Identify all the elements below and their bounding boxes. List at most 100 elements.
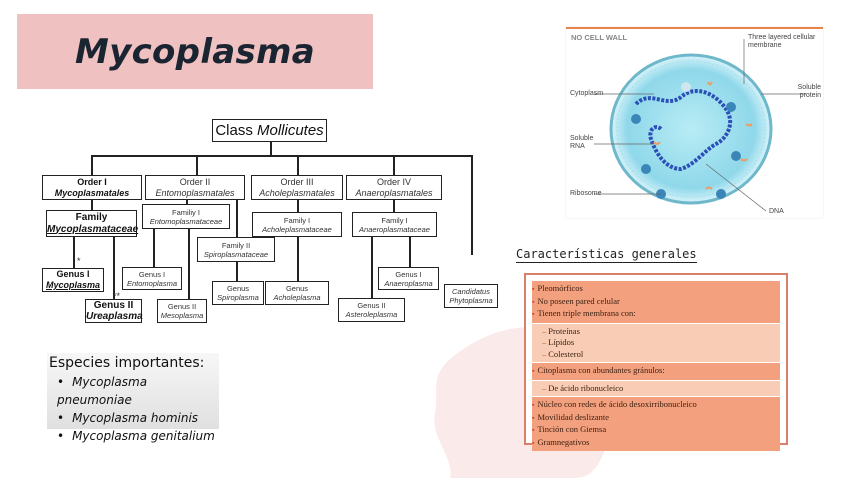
connector	[73, 236, 75, 268]
order-rank: Order II	[179, 176, 211, 187]
connector	[113, 236, 115, 300]
genus-node: Candidatus Phytoplasma	[444, 284, 498, 308]
label-cytoplasm: Cytoplasm	[570, 90, 604, 97]
char-item: ▪Gramnegativos	[532, 436, 590, 447]
family-rank: Family II	[221, 240, 251, 250]
order-name: Anaeroplasmatales	[355, 187, 433, 198]
char-item: ▪Movilidad deslizante	[532, 411, 610, 422]
genus-rank: Genus I	[138, 269, 166, 279]
genus-name: Mesoplasma	[160, 311, 204, 320]
connector	[196, 155, 198, 175]
characteristics-box: ▪Pleomórficos ▪No poseen pared celular ▪…	[524, 273, 788, 451]
species-box: Especies importantes: Mycoplasma pneumon…	[47, 353, 219, 443]
order-node: Order IV Anaeroplasmatales	[346, 175, 442, 200]
footnote-mark: **	[113, 291, 121, 301]
order-name: Mycoplasmatales	[54, 187, 130, 198]
char-group: ▪Núcleo con redes de ácido desoxirribonu…	[532, 397, 780, 451]
ribosome	[641, 164, 651, 174]
order-rank: Order IV	[376, 176, 411, 187]
connector	[393, 199, 395, 212]
char-group: –Proteínas –Lípidos –Colesterol	[532, 323, 780, 362]
char-item-text: Tinción con Giemsa	[537, 424, 607, 434]
ribosome	[731, 151, 741, 161]
label-soluble-protein: Soluble protein	[797, 84, 821, 99]
family-node: Familiy I Entomoplasmataceae	[142, 204, 230, 229]
char-item-text: Movilidad deslizante	[537, 411, 610, 422]
ribosome	[716, 189, 726, 199]
order-name: Acholeplasmatales	[259, 187, 335, 198]
genus-name: Mycoplasma	[45, 280, 101, 290]
char-item: –De ácido ribonucleico	[542, 382, 624, 393]
genus-name: Asteroleplasma	[345, 310, 398, 319]
family-name: Mycoplasmataceae	[47, 223, 139, 235]
rna-fragment	[653, 141, 661, 145]
char-item-text: Lípidos	[548, 337, 575, 347]
rna-fragment	[745, 123, 753, 127]
label-dna: DNA	[769, 208, 784, 215]
page-title: Mycoplasma	[74, 31, 316, 72]
char-group: –De ácido ribonucleico	[532, 380, 780, 396]
char-item-text: Núcleo con redes de ácido desoxirribonuc…	[537, 399, 697, 409]
rna-fragment	[705, 186, 713, 190]
title-band: Mycoplasma	[17, 14, 373, 89]
species-item: Mycoplasma hominis	[57, 409, 219, 427]
genus-node: Genus Spiroplasma	[212, 281, 264, 305]
char-item: ▪No poseen pared celular	[532, 295, 620, 306]
order-node: Order III Acholeplasmatales	[251, 175, 343, 200]
characteristics-title: Características generales	[516, 247, 697, 263]
family-node: Family I Acholeplasmataceae	[252, 212, 342, 237]
connector	[188, 228, 190, 299]
family-name: Acholeplasmataceae	[262, 224, 332, 234]
dna-strand	[634, 89, 733, 172]
order-rank: Order III	[280, 176, 314, 187]
genus-name: Spiroplasma	[217, 293, 259, 302]
char-item-text: Colesterol	[548, 348, 584, 359]
genus-node: Genus II Ureaplasma	[85, 299, 143, 323]
genus-node: Genus Acholeplasma	[265, 281, 329, 305]
genus-rank: Genus I	[56, 269, 90, 279]
label-membrane: Three layered cellular membrane	[748, 34, 816, 49]
char-item-text: Tienen triple membrana con:	[537, 308, 636, 318]
family-rank: Family I	[283, 215, 311, 225]
genus-rank: Genus II	[167, 302, 197, 311]
genus-rank: Genus	[226, 284, 250, 293]
species-list: Mycoplasma pneumoniae Mycoplasma hominis…	[47, 373, 219, 445]
genus-name: Acholeplasma	[273, 293, 321, 302]
cell-diagram-header: NO CELL WALL	[571, 33, 628, 42]
genus-node: Genus II Mesoplasma	[157, 299, 207, 323]
mycoplasma-cell-illustration	[594, 39, 806, 212]
connector	[270, 140, 272, 156]
connector	[236, 199, 238, 239]
family-name: Anaeroplasmataceae	[359, 224, 430, 234]
rna-fragment	[707, 81, 713, 86]
genus-rank: Candidatus	[452, 287, 490, 296]
char-item-text: Proteínas	[548, 325, 580, 336]
char-item: ▪Tienen triple membrana con:	[532, 308, 636, 318]
genus-node: Genus I Entomoplasma	[122, 267, 182, 290]
char-item: –Proteínas	[542, 325, 580, 336]
label-soluble-rna: Soluble RNA	[570, 135, 594, 150]
genus-node: Genus II Asteroleplasma	[338, 298, 405, 322]
family-rank: Familiy I	[172, 207, 200, 217]
connector	[393, 155, 395, 175]
connector	[409, 236, 411, 267]
genus-node: Genus I Anaeroplasma	[378, 267, 439, 290]
order-name: Entomoplasmatales	[155, 187, 235, 198]
char-item-text: De ácido ribonucleico	[548, 382, 624, 393]
species-item: Mycoplasma genitalium	[57, 427, 219, 445]
genus-rank: Genus	[285, 284, 309, 293]
char-item: ▪Pleomórficos	[532, 283, 583, 293]
connector	[91, 199, 93, 211]
connector	[91, 155, 472, 157]
footnote-mark: *	[77, 256, 81, 266]
family-rank: Family	[75, 211, 108, 223]
char-group: ▪Citoplasma con abundantes gránulos:	[532, 363, 780, 380]
connector	[153, 228, 155, 267]
family-node: Family II Spiroplasmataceae	[197, 237, 275, 262]
cell-membrane	[609, 53, 773, 205]
genus-node: Genus I Mycoplasma	[42, 268, 104, 292]
species-item: Mycoplasma pneumoniae	[57, 373, 219, 409]
char-item-text: Citoplasma con abundantes gránulos:	[537, 365, 665, 375]
char-item-text: Gramnegativos	[537, 436, 590, 447]
genus-name: Ureaplasma	[86, 311, 143, 322]
